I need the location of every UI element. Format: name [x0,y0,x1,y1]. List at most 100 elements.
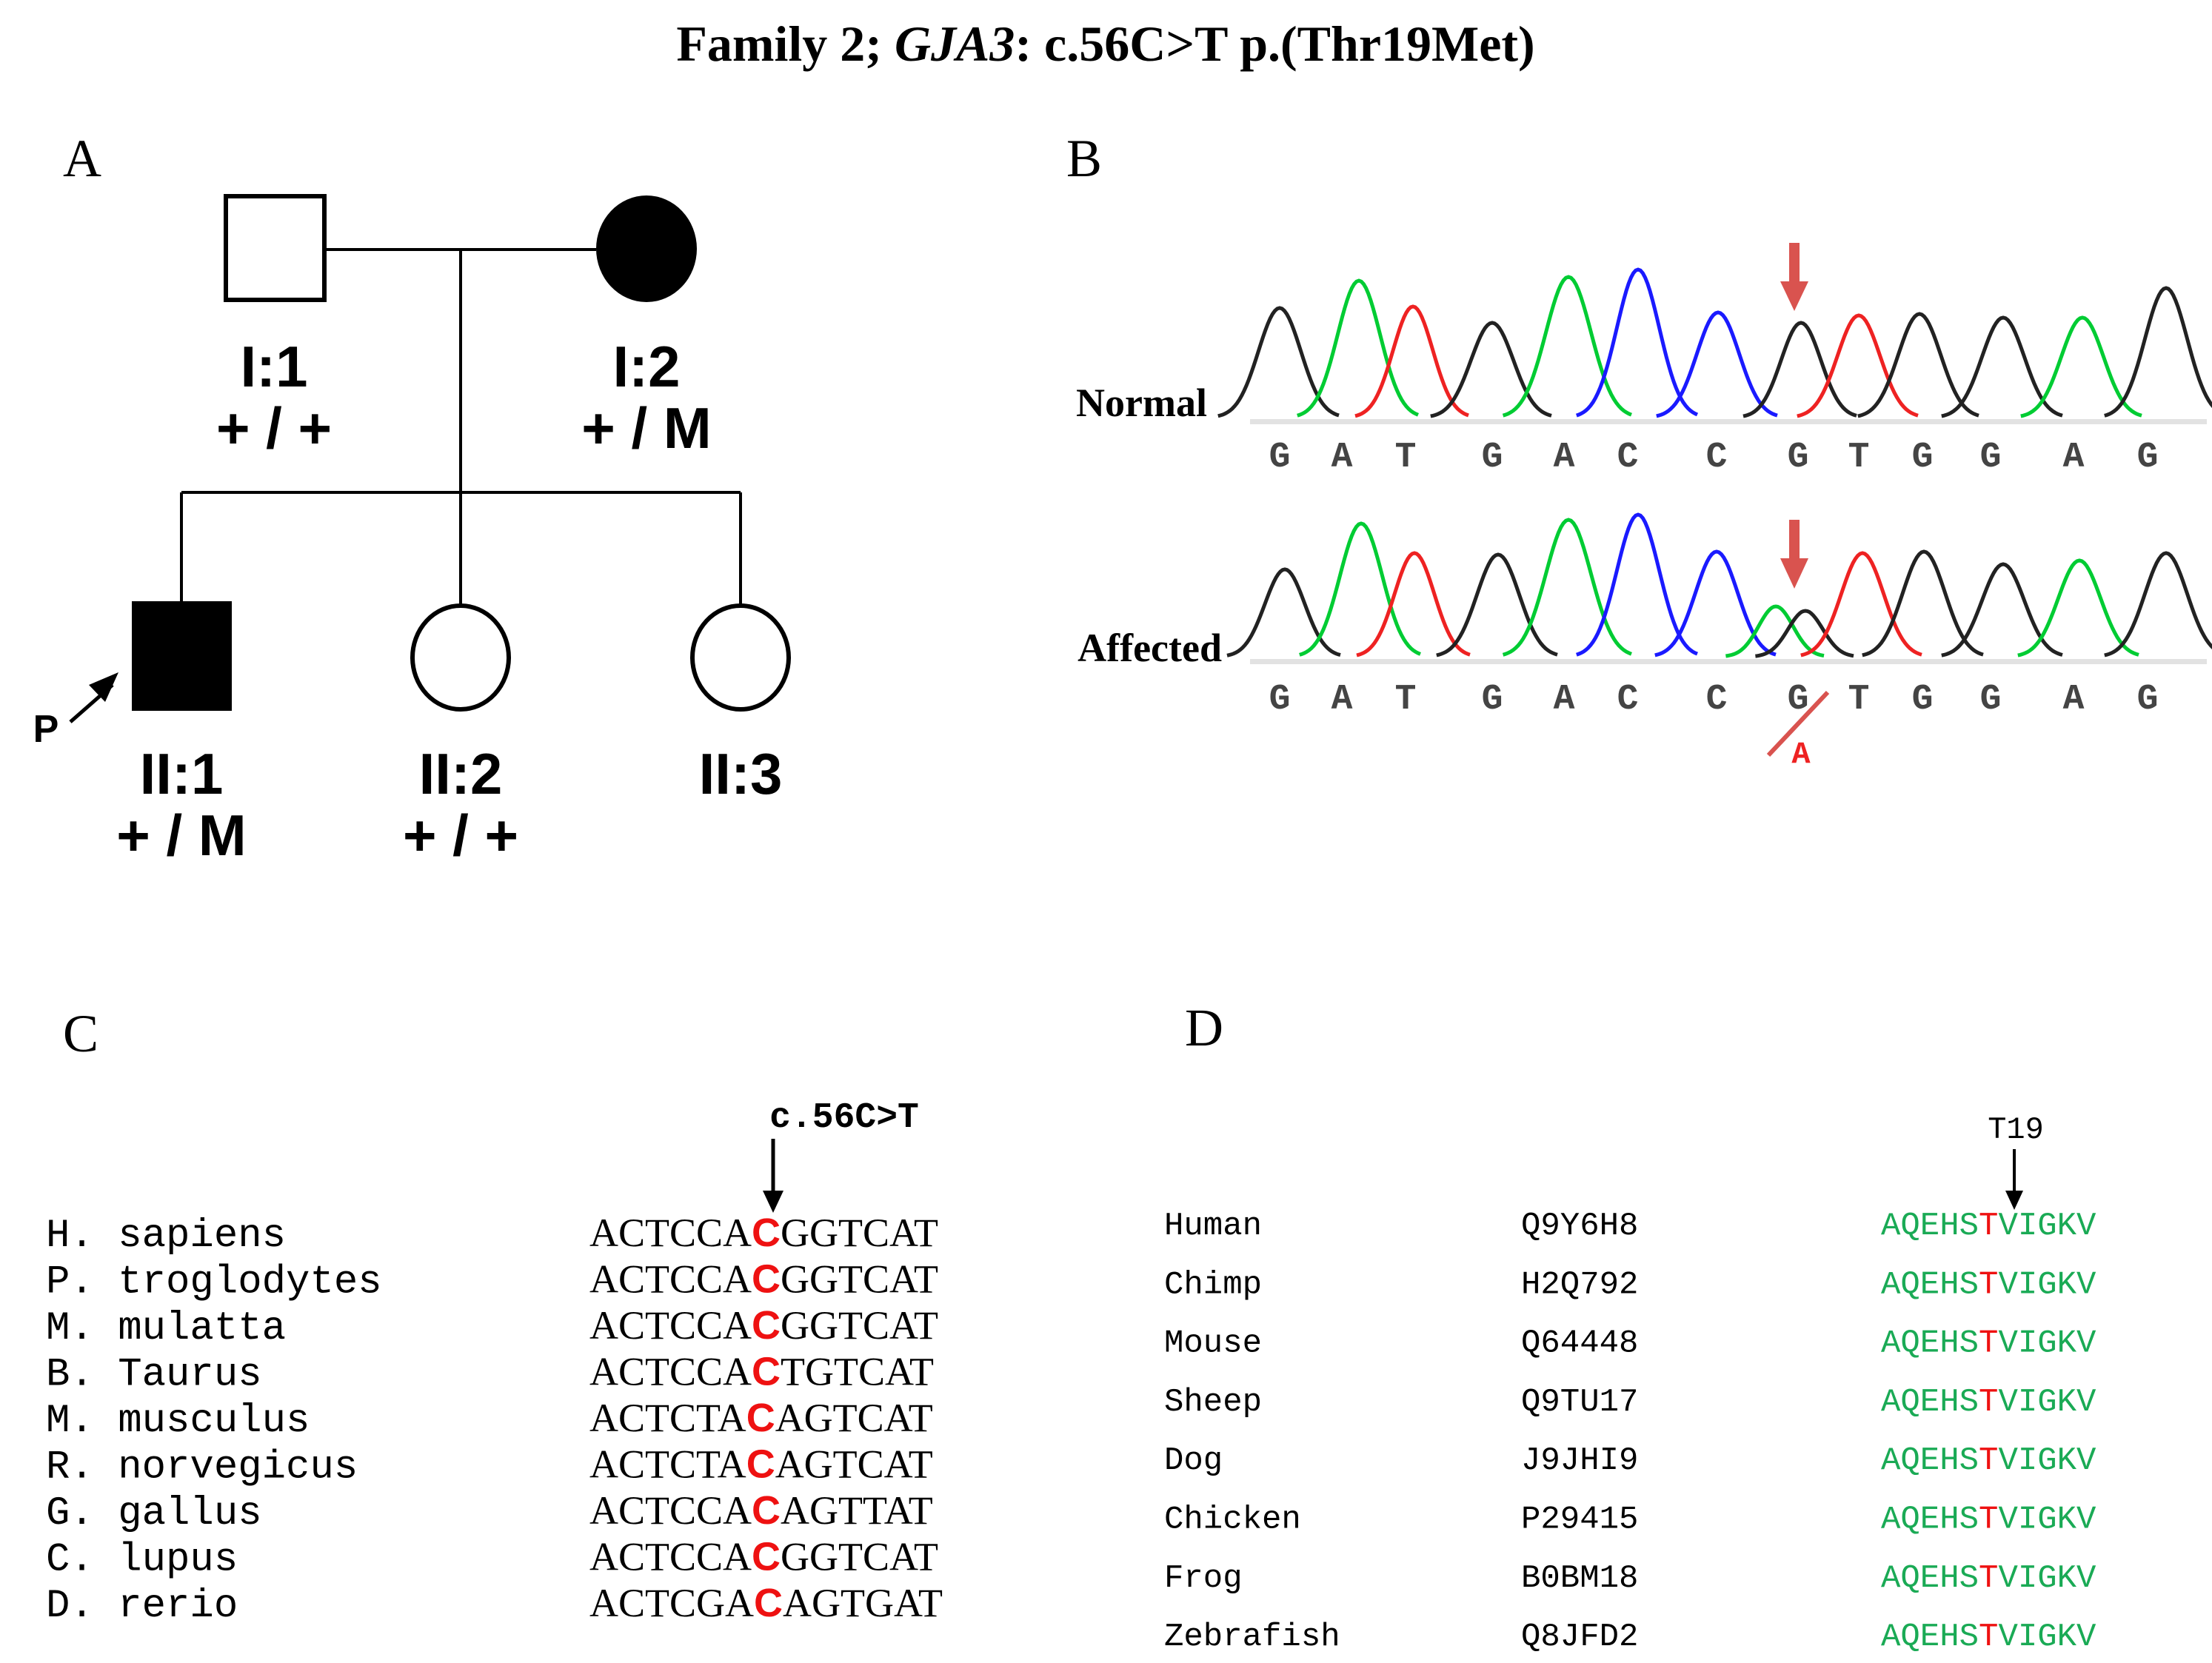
base-call: G [1980,680,2002,720]
protein-sequence: AQEHSTVIGKV [1881,1384,2096,1421]
dna-sequence: ACTCTACAGTCAT [589,1442,933,1487]
sequence-prefix: AQEHS [1881,1560,1979,1597]
chromatogram-normal [1217,267,2212,418]
sequence-suffix: GGTCAT [781,1211,938,1255]
mutated-base: C [746,1396,775,1440]
pedigree [180,248,742,607]
base-call: C [1706,680,1728,720]
species-name: Dog [1164,1442,1223,1479]
dna-sequence: ACTCCACAGTTAT [589,1488,933,1533]
individual-id: II:2 [419,741,503,806]
mutated-residue: T [1979,1266,1998,1303]
species-name: P. troglodytes [46,1260,382,1305]
trace-peak-A [1502,275,1632,418]
base-call: T [1395,438,1417,478]
individual-genotype: + / M [116,803,247,868]
panel-label-a: A [63,129,101,188]
trace-peak-T [1800,551,1922,657]
track-label-normal: Normal [1076,381,1207,425]
base-call: G [1912,438,1934,478]
dna-variant-header: c.56C>T [769,1098,919,1138]
base-call: T [1848,438,1870,478]
base-call: A [1554,438,1575,478]
sequence-prefix: ACTCCA [589,1488,752,1533]
base-call: G [1912,680,1934,720]
sequence-suffix: GGTCAT [781,1303,938,1348]
panel-label-c: C [63,1004,98,1063]
species-name: D. rerio [46,1584,238,1629]
trace-peak-G [1941,562,2063,657]
mutated-residue: T [1979,1325,1998,1362]
sequence-suffix: VIGKV [1998,1266,2096,1303]
trace-peak-C [1575,267,1699,418]
variant-arrow-normal-icon [1780,243,1808,311]
species-name: Sheep [1164,1384,1262,1421]
mutated-base: C [752,1488,781,1533]
dna-sequence: ACTCCACGGTCAT [589,1535,938,1579]
sequence-prefix: ACTCCA [589,1257,752,1302]
base-call: A [2063,438,2085,478]
dna-sequence: ACTCTACAGTCAT [589,1396,933,1440]
mutated-residue: T [1979,1442,1998,1479]
species-name: Chimp [1164,1266,1262,1303]
protein-sequence: AQEHSTVIGKV [1881,1619,2096,1656]
trace-peak-A [1299,521,1421,657]
sequence-prefix: ACTCCA [589,1350,752,1394]
variant-arrow-affected-icon [1780,520,1808,589]
trace-peak-G [1857,312,1979,418]
base-call: G [1788,438,1809,478]
dna-variant-arrow-icon [763,1139,783,1213]
uniprot-accession: J9JHI9 [1521,1442,1638,1479]
individual-genotype: + / + [216,395,332,461]
individual-id: I:1 [240,334,307,399]
sequence-prefix: AQEHS [1881,1384,1979,1421]
species-name: M. mulatta [46,1306,286,1351]
base-call: A [1331,438,1353,478]
uniprot-accession: H2Q792 [1521,1266,1638,1303]
mutated-base: C [752,1211,781,1255]
sequence-prefix: ACTCTA [589,1396,746,1440]
individual-genotype: + / + [403,803,518,868]
uniprot-accession: Q8JFD2 [1521,1619,1638,1656]
individual-id: II:1 [140,741,224,806]
trace-peak-G [1755,609,1854,658]
trace-peak-A [1725,604,1825,658]
mutated-base: C [752,1350,781,1394]
trace-peak-C [1656,310,1778,418]
sequence-prefix: AQEHS [1881,1325,1979,1362]
species-name: Frog [1164,1560,1243,1597]
trace-peak-T [1354,304,1469,418]
dna-sequence: ACTCCACGGTCAT [589,1211,938,1255]
base-call: T [1395,680,1417,720]
protein-sequence: AQEHSTVIGKV [1881,1325,2096,1362]
sequence-prefix: ACTCCA [589,1211,752,1255]
individual-i1-unaffected-male [224,194,327,302]
mutated-residue: T [1979,1208,1998,1245]
track-label-affected: Affected [1077,626,1222,670]
individual-i2-affected-female [596,195,697,302]
base-call: G [1980,438,2002,478]
protein-sequence: AQEHSTVIGKV [1881,1502,2096,1539]
trace-peak-T [1797,313,1919,418]
sequence-suffix: VIGKV [1998,1325,2096,1362]
dna-sequence: ACTCCACTGTCAT [589,1350,934,1394]
trace-peak-A [1297,278,1420,418]
species-name: Chicken [1164,1502,1301,1539]
base-call: A [2063,680,2085,720]
species-name: G. gallus [46,1491,262,1536]
trace-peak-A [2017,558,2139,657]
base-call: G [1269,438,1291,478]
sequence-prefix: AQEHS [1881,1619,1979,1656]
base-call: G [1269,680,1291,720]
species-name: B. Taurus [46,1353,262,1398]
uniprot-accession: P29415 [1521,1502,1638,1539]
trace-peak-G [2104,551,2212,657]
individual-id: I:2 [612,334,680,399]
dna-sequence: ACTCCACGGTCAT [589,1257,938,1302]
base-call: C [1617,438,1639,478]
protein-sequence: AQEHSTVIGKV [1881,1560,2096,1597]
base-call: C [1706,438,1728,478]
proband-label: P [33,708,59,751]
